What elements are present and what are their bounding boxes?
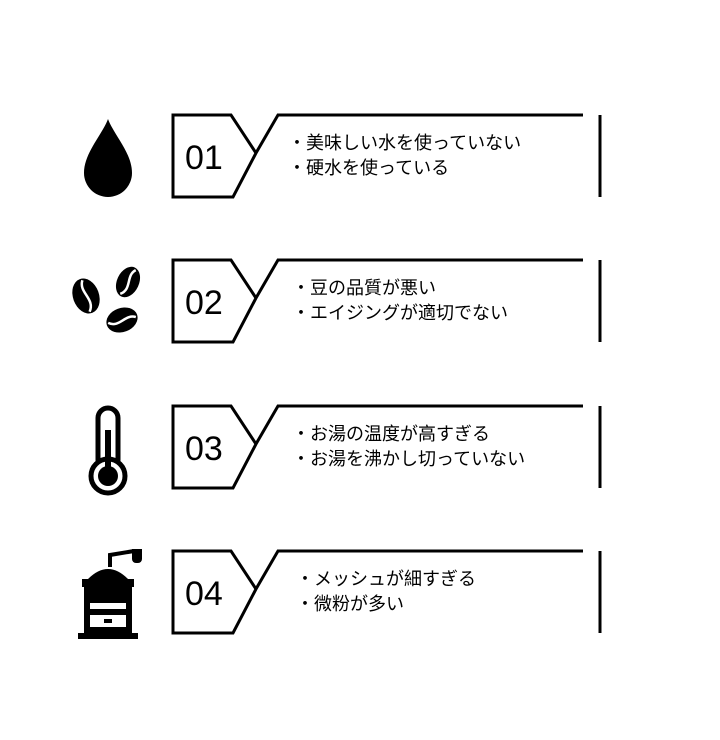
coffee-beans-icon <box>72 266 141 333</box>
water-drop-icon <box>84 119 132 197</box>
item-line: ・エイジングが適切でない <box>292 303 508 324</box>
item-row-2: 02 ・豆の品質が悪い ・エイジングが適切でない <box>0 258 720 358</box>
item-text: ・メッシュが細すぎる ・微粉が多い <box>296 567 476 617</box>
coffee-grinder-icon <box>78 549 142 639</box>
item-line: ・豆の品質が悪い <box>292 278 436 299</box>
item-frame <box>171 113 602 199</box>
item-number: 04 <box>185 575 223 613</box>
item-line: ・硬水を使っている <box>288 158 450 179</box>
item-line: ・お湯の温度が高すぎる <box>292 424 490 445</box>
item-row-1: 01 ・美味しい水を使っていない ・硬水を使っている <box>0 113 720 213</box>
item-text: ・豆の品質が悪い ・エイジングが適切でない <box>292 276 508 326</box>
item-row-3: 03 ・お湯の温度が高すぎる ・お湯を沸かし切っていない <box>0 404 720 504</box>
thermometer-icon <box>88 405 128 496</box>
item-number: 01 <box>185 139 223 177</box>
item-line: ・お湯を沸かし切っていない <box>292 449 526 470</box>
item-line: ・微粉が多い <box>296 594 404 615</box>
item-number: 03 <box>185 430 223 468</box>
item-line: ・メッシュが細すぎる <box>296 569 476 590</box>
item-number: 02 <box>185 284 223 322</box>
item-text: ・お湯の温度が高すぎる ・お湯を沸かし切っていない <box>292 422 525 472</box>
item-line: ・美味しい水を使っていない <box>288 133 522 154</box>
item-frame <box>171 549 602 635</box>
item-text: ・美味しい水を使っていない ・硬水を使っている <box>288 131 521 181</box>
item-frame <box>171 404 602 490</box>
item-row-4: 04 ・メッシュが細すぎる ・微粉が多い <box>0 549 720 649</box>
item-frame <box>171 258 602 344</box>
